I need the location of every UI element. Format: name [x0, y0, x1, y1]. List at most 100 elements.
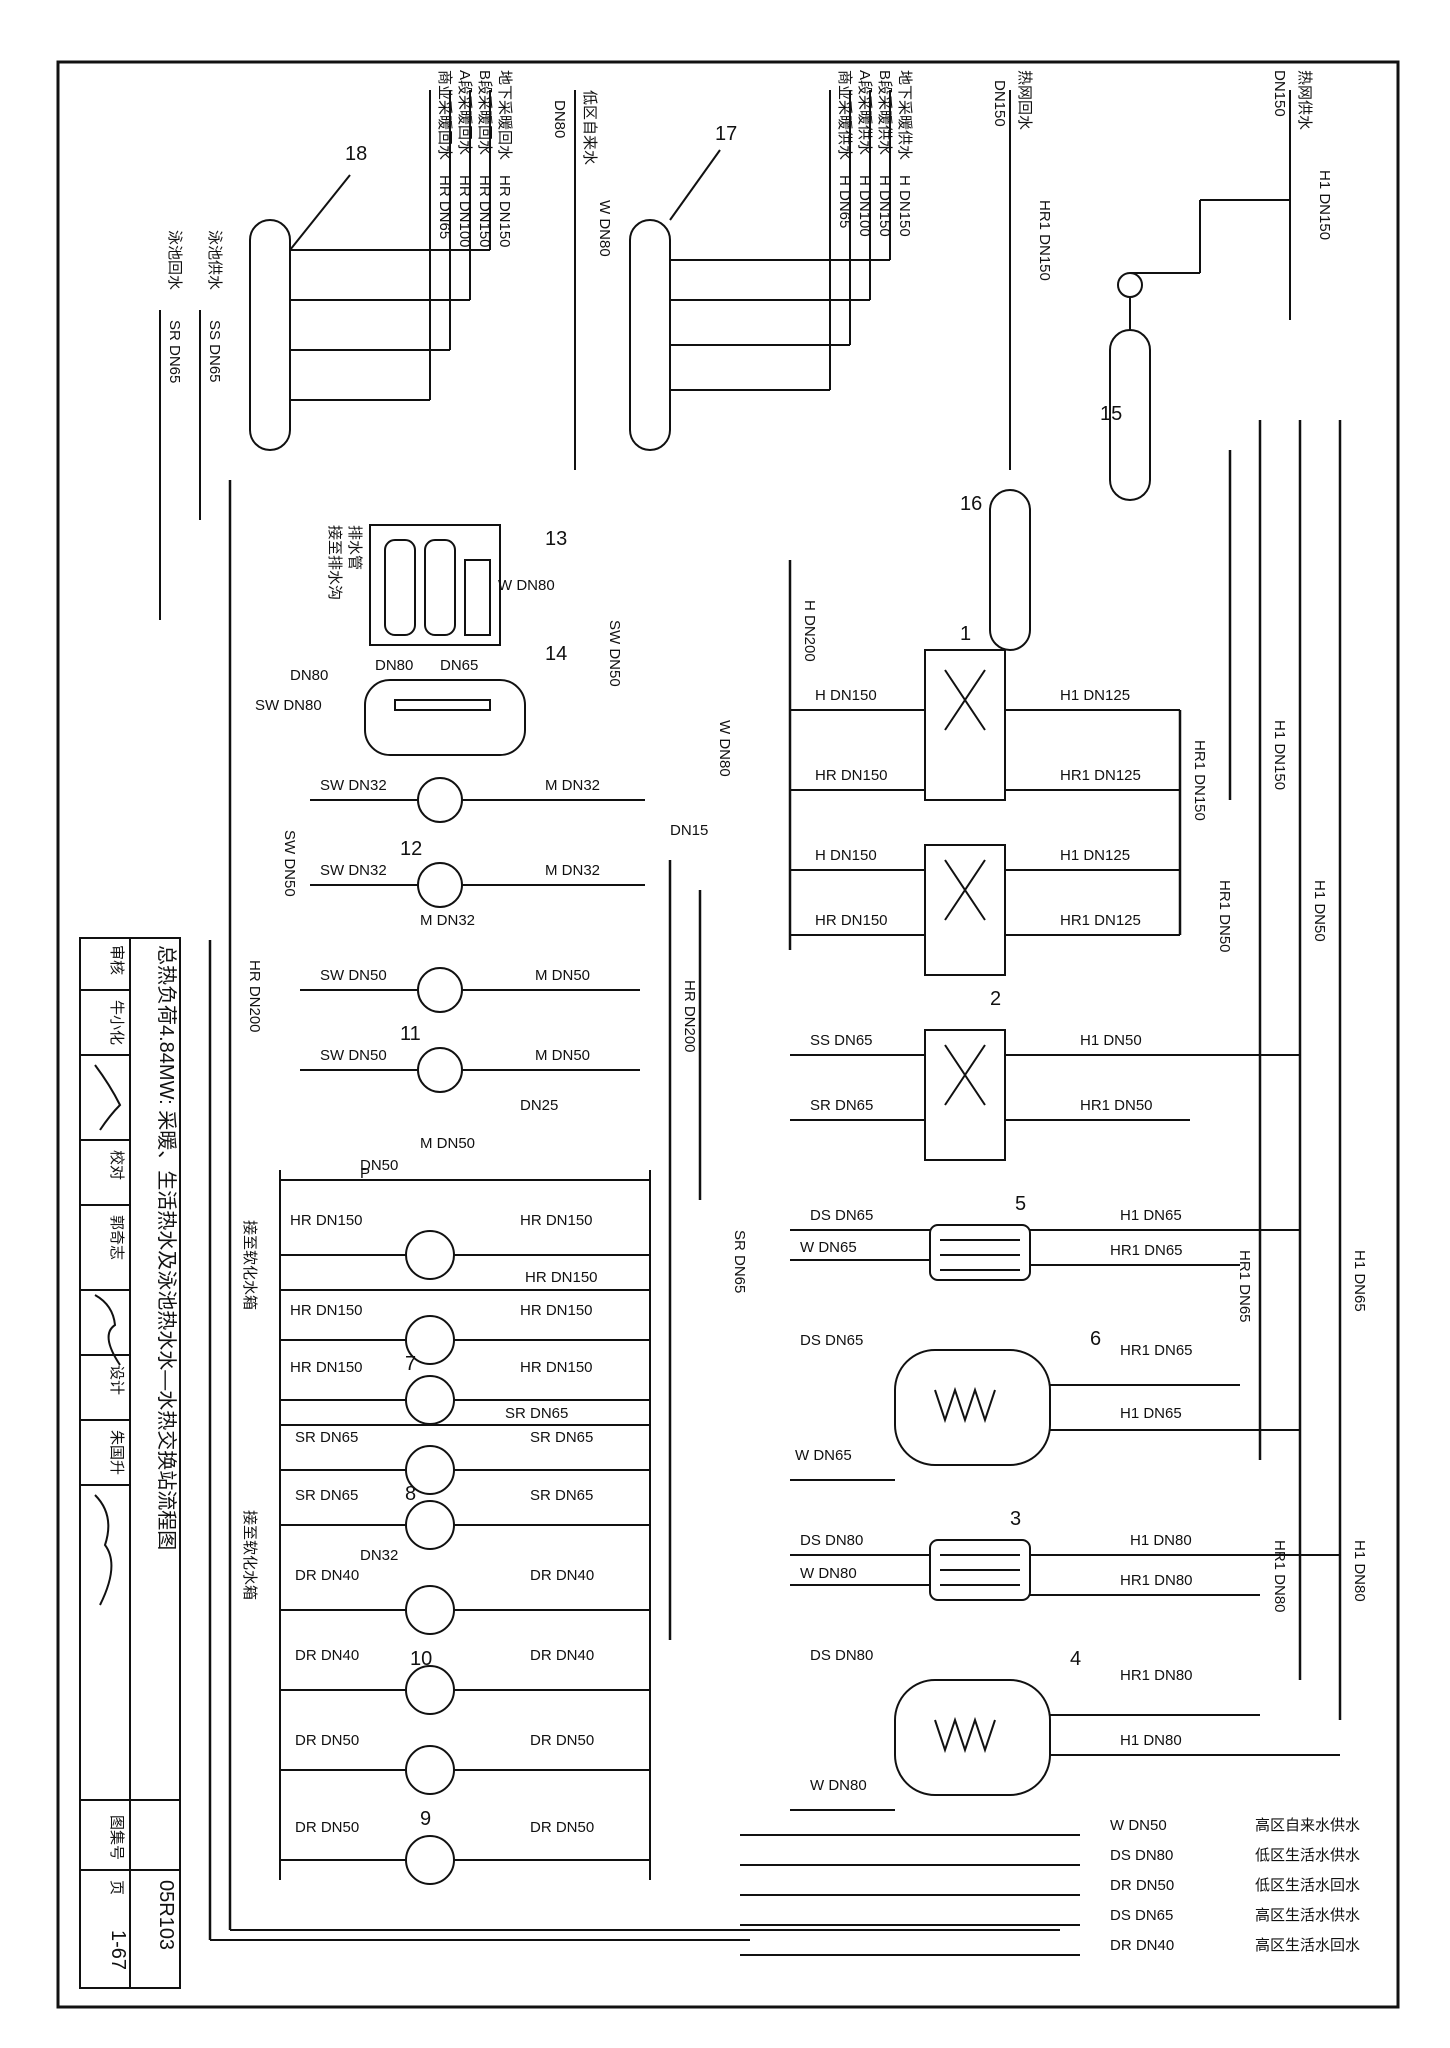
signature-design: [94, 1494, 113, 1606]
main-hr-dn200: HR DN200: [681, 980, 698, 1053]
p12-sw-b: SW DN32: [320, 862, 387, 879]
heat-supply-label: 热网供水: [1296, 70, 1313, 130]
hx2-ss-spec: SS DN65: [810, 1032, 873, 1049]
outlet-3-spec: DR DN50: [1110, 1877, 1174, 1894]
h3-hr1-spec: HR1 DN80: [1120, 1572, 1193, 1589]
equipment-8-label: 8: [405, 1483, 416, 1505]
pump-group-10: 10 DR DN40 DR DN40 DR DN40 DR DN40: [280, 1567, 650, 1715]
h4-w-spec: W DN80: [810, 1777, 867, 1794]
heat-return-label: 热网回水: [1016, 70, 1033, 130]
pump-icon: [417, 967, 463, 1013]
main-h1-dn150: H1 DN150: [1271, 720, 1288, 790]
hx1-hr1-spec: HR1 DN125: [1060, 767, 1141, 784]
equipment-7-label: 7: [405, 1353, 416, 1375]
pool-supply-label: 泳池供水: [206, 230, 223, 290]
drawing-title: 总热负荷4.84MW: 采暖、生活热水及泳池热水水—水热交换站流程图: [155, 945, 178, 1550]
p7-hr-cr: HR DN150: [520, 1359, 593, 1376]
p12-m-c: M DN32: [420, 912, 475, 929]
heat-return-spec: HR1 DN150: [1036, 200, 1053, 281]
p7-hr-c: HR DN150: [290, 1359, 363, 1376]
to-softened-tank-b: 接至软化水箱: [241, 1510, 258, 1600]
tank-sw-dn80: SW DN80: [255, 697, 322, 714]
h5-ds-spec: DS DN65: [810, 1207, 873, 1224]
h6-ds-spec: DS DN65: [800, 1332, 863, 1349]
top-mid-label-3: A段采暖供水: [856, 70, 873, 155]
sw-dn50-top: SW DN50: [606, 620, 623, 687]
outlet-2-label: 低区生活水供水: [1255, 1847, 1360, 1864]
pump-icon: [405, 1745, 455, 1795]
equipment-6-label: 6: [1090, 1328, 1101, 1350]
pump-icon: [405, 1500, 455, 1550]
p7-pressure-gauge: P: [360, 1165, 370, 1182]
top-mid-spec-1: H DN150: [896, 175, 913, 237]
p8-dn32: DN32: [360, 1547, 398, 1564]
top-mid-spec-2: H DN150: [876, 175, 893, 237]
hx1b-hr1-spec: HR1 DN125: [1060, 912, 1141, 929]
p8-sr-x: SR DN65: [505, 1405, 568, 1422]
pump-icon: [417, 1047, 463, 1093]
main-h1-dn80: H1 DN80: [1351, 1540, 1368, 1602]
role-design-label: 设计: [108, 1365, 125, 1395]
top-left-spec-2: HR DN150: [476, 175, 493, 248]
h3-h1-spec: H1 DN80: [1130, 1532, 1192, 1549]
pump-icon: [405, 1230, 455, 1280]
heater-5: 5 DS DN65 W DN65 H1 DN65 HR1 DN65: [790, 1193, 1300, 1281]
title-block: 总热负荷4.84MW: 采暖、生活热水及泳池热水水—水热交换站流程图 审核 牛小…: [79, 937, 181, 1989]
outlet-3-label: 低区生活水回水: [1255, 1877, 1360, 1894]
heater-4: 4 DS DN80 W DN80 HR1 DN80 H1 DN80: [790, 1647, 1340, 1811]
role-design-name: 朱国升: [108, 1430, 125, 1475]
drain-pipe-label: 排水管: [346, 525, 363, 570]
p11-sw-b: SW DN50: [320, 1047, 387, 1064]
pump-icon: [405, 1835, 455, 1885]
p9-dr-ar: DR DN50: [530, 1732, 594, 1749]
role-review-label: 审核: [108, 945, 125, 975]
h3-w-spec: W DN80: [800, 1565, 857, 1582]
hx1-h-spec: H DN150: [815, 687, 877, 704]
main-hr1-dn65: HR1 DN65: [1236, 1250, 1253, 1323]
heat-supply-size: DN150: [1271, 70, 1288, 117]
main-hr1-dn150: HR1 DN150: [1191, 740, 1208, 821]
main-h1-dn65: H1 DN65: [1351, 1250, 1368, 1312]
p9-dr-b: DR DN50: [295, 1819, 359, 1836]
pool-return-spec: SR DN65: [166, 320, 183, 383]
heater-3: 3 DS DN80 W DN80 H1 DN80 HR1 DN80: [790, 1508, 1340, 1601]
flowmeter-icon: [1117, 272, 1143, 298]
hx1b-h1-spec: H1 DN125: [1060, 847, 1130, 864]
pump-icon: [417, 862, 463, 908]
p8-sr-ar: SR DN65: [530, 1429, 593, 1446]
equipment-10-label: 10: [410, 1648, 432, 1670]
top-left-spec-4: HR DN65: [436, 175, 453, 239]
atlas-number: 05R103: [155, 1880, 177, 1950]
hx2-sr-spec: SR DN65: [810, 1097, 873, 1114]
top-left-spec-3: HR DN100: [456, 175, 473, 248]
h5-w-spec: W DN65: [800, 1239, 857, 1256]
p11-m-c: M DN50: [420, 1135, 475, 1152]
hx1-h1-spec: H1 DN125: [1060, 687, 1130, 704]
left-mains: [208, 480, 1060, 1941]
outlet-list: W DN50 高区自来水供水 DS DN80 低区生活水供水 DR DN50 低…: [740, 1817, 1360, 1956]
pump-icon: [405, 1665, 455, 1715]
equipment-14-label: 14: [545, 643, 567, 665]
heat-return-size: DN150: [991, 80, 1008, 127]
p9-dr-br: DR DN50: [530, 1819, 594, 1836]
outlet-1-spec: W DN50: [1110, 1817, 1167, 1834]
heat-exchanger-1: 1: [924, 623, 1006, 801]
main-hr1-dn80: HR1 DN80: [1271, 1540, 1288, 1613]
pool-lines: 泳池供水 泳池回水 SS DN65 SR DN65: [159, 230, 223, 620]
p7-hr-b: HR DN150: [290, 1302, 363, 1319]
lowzone-water-inlet: 低区自来水 DN80 W DN80: [551, 90, 613, 470]
top-mid-label-2: B段采暖供水: [876, 70, 893, 155]
pump-icon: [405, 1375, 455, 1425]
hx1b-hr-spec: HR DN150: [815, 912, 888, 929]
tank-dn80-b: DN80: [290, 667, 328, 684]
outlet-4-spec: DS DN65: [1110, 1907, 1173, 1924]
h4-ds-spec: DS DN80: [810, 1647, 873, 1664]
p11-m-a: M DN50: [535, 967, 590, 984]
to-drain-label: 接至排水沟: [326, 525, 343, 600]
p12-m-a: M DN32: [545, 777, 600, 794]
lowzone-water-spec: W DN80: [596, 200, 613, 257]
h4-hr1-spec: HR1 DN80: [1120, 1667, 1193, 1684]
p8-sr-br: SR DN65: [530, 1487, 593, 1504]
equipment-18-label: 18: [345, 143, 367, 165]
